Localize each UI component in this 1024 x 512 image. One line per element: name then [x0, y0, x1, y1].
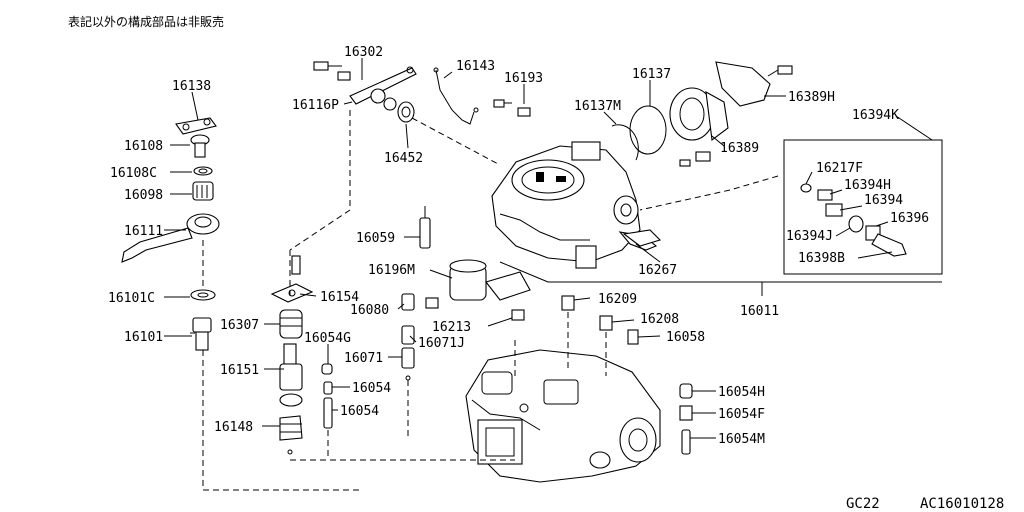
part-16054G-drawing — [321, 363, 333, 375]
part-16108-drawing — [190, 134, 210, 158]
label-16217F: 16217F — [816, 161, 863, 176]
part-16137M-drawing — [611, 124, 639, 161]
note-text: 表記以外の構成部品は非販売 — [68, 14, 224, 29]
label-16011: 16011 — [740, 304, 779, 319]
label-16307: 16307 — [220, 318, 259, 333]
part-16138-drawing — [175, 117, 217, 135]
part-16148-drawing — [279, 415, 303, 455]
part-16111-drawing — [121, 213, 220, 263]
part-16058-drawing — [627, 329, 639, 345]
label-16108: 16108 — [124, 139, 163, 154]
part-16307-drawing — [279, 309, 303, 339]
part-16071-drawing — [401, 347, 415, 381]
part-screw-choke-drawing — [679, 151, 711, 167]
label-16098: 16098 — [124, 188, 163, 203]
label-16398B: 16398B — [798, 251, 845, 266]
label-16071: 16071 — [344, 351, 383, 366]
label-16138: 16138 — [172, 79, 211, 94]
label-16116P: 16116P — [292, 98, 339, 113]
part-16452-drawing — [397, 101, 415, 123]
label-16196M: 16196M — [368, 263, 415, 278]
label-16054M: 16054M — [718, 432, 765, 447]
label-16108C: 16108C — [110, 166, 157, 181]
label-16396: 16396 — [890, 211, 929, 226]
part-16193-drawing — [493, 99, 531, 117]
part-16054H-drawing — [679, 383, 693, 399]
part-16213-drawing — [511, 309, 525, 321]
label-16148: 16148 — [214, 420, 253, 435]
part-16302-drawing — [349, 66, 417, 111]
label-16054H: 16054H — [718, 385, 765, 400]
label-16111: 16111 — [124, 224, 163, 239]
part-16054-a-drawing — [323, 381, 333, 395]
guide-linkage-carb — [411, 117, 501, 166]
label-16193: 16193 — [504, 71, 543, 86]
label-16059: 16059 — [356, 231, 395, 246]
part-16389H-drawing — [715, 61, 793, 107]
label-16137M: 16137M — [574, 99, 621, 114]
guide-linkage-diag — [289, 209, 351, 251]
label-16137: 16137 — [632, 67, 671, 82]
label-16208: 16208 — [640, 312, 679, 327]
label-16213: 16213 — [432, 320, 471, 335]
label-16101: 16101 — [124, 330, 163, 345]
part-16154-drawing — [270, 255, 314, 303]
label-16302: 16302 — [344, 45, 383, 60]
part-16059-drawing — [419, 206, 431, 249]
label-16054-b: 16054 — [340, 404, 379, 419]
label-16394J: 16394J — [786, 229, 833, 244]
label-16389: 16389 — [720, 141, 759, 156]
part-16209-drawing — [561, 295, 575, 311]
part-16054-b-drawing — [323, 397, 333, 429]
footer-code: AC16010128 — [920, 496, 1004, 512]
label-16154: 16154 — [320, 290, 359, 305]
label-16080: 16080 — [350, 303, 389, 318]
label-16101C: 16101C — [108, 291, 155, 306]
label-16054-a: 16054 — [352, 381, 391, 396]
part-16208-drawing — [599, 315, 613, 331]
label-16394K: 16394K — [852, 108, 899, 123]
part-16071J-drawing — [401, 325, 415, 345]
leader-16394K — [895, 115, 933, 141]
carburetor-main-body-drawing — [465, 349, 661, 483]
part-16137-drawing — [629, 105, 667, 155]
part-16054F-drawing — [679, 405, 693, 421]
label-16054F: 16054F — [718, 407, 765, 422]
leader-lines — [164, 58, 893, 439]
part-16101C-drawing — [190, 289, 216, 301]
label-16394: 16394 — [864, 193, 903, 208]
label-16071J: 16071J — [418, 336, 465, 351]
part-16389-drawing — [669, 87, 729, 142]
part-16116P-drawing — [313, 61, 351, 81]
part-16098-drawing — [192, 181, 214, 201]
part-16143-drawing — [433, 67, 479, 125]
part-16101-drawing — [190, 317, 212, 351]
part-16151-drawing — [279, 343, 303, 407]
kit-16394K-box — [783, 139, 943, 275]
label-16394H: 16394H — [844, 178, 891, 193]
part-16196M-drawing — [449, 259, 531, 301]
label-16058: 16058 — [666, 330, 705, 345]
footer-model: GC22 — [846, 496, 880, 512]
label-16209: 16209 — [598, 292, 637, 307]
outline-16011-left — [499, 261, 549, 283]
label-16267: 16267 — [638, 263, 677, 278]
label-16452: 16452 — [384, 151, 423, 166]
part-16080-drawing — [401, 293, 439, 311]
label-16151: 16151 — [220, 363, 259, 378]
carburetor-upper-body-drawing — [491, 141, 658, 269]
part-16267-drawing — [622, 229, 662, 247]
label-16389H: 16389H — [788, 90, 835, 105]
guide-kit-carb — [639, 189, 731, 211]
label-16143: 16143 — [456, 59, 495, 74]
part-16054M-drawing — [681, 429, 691, 455]
kit-16394K-parts-drawing — [800, 183, 907, 257]
part-16108C-drawing — [193, 166, 213, 176]
guide-kit-diag — [729, 175, 779, 191]
label-16054G: 16054G — [304, 331, 351, 346]
